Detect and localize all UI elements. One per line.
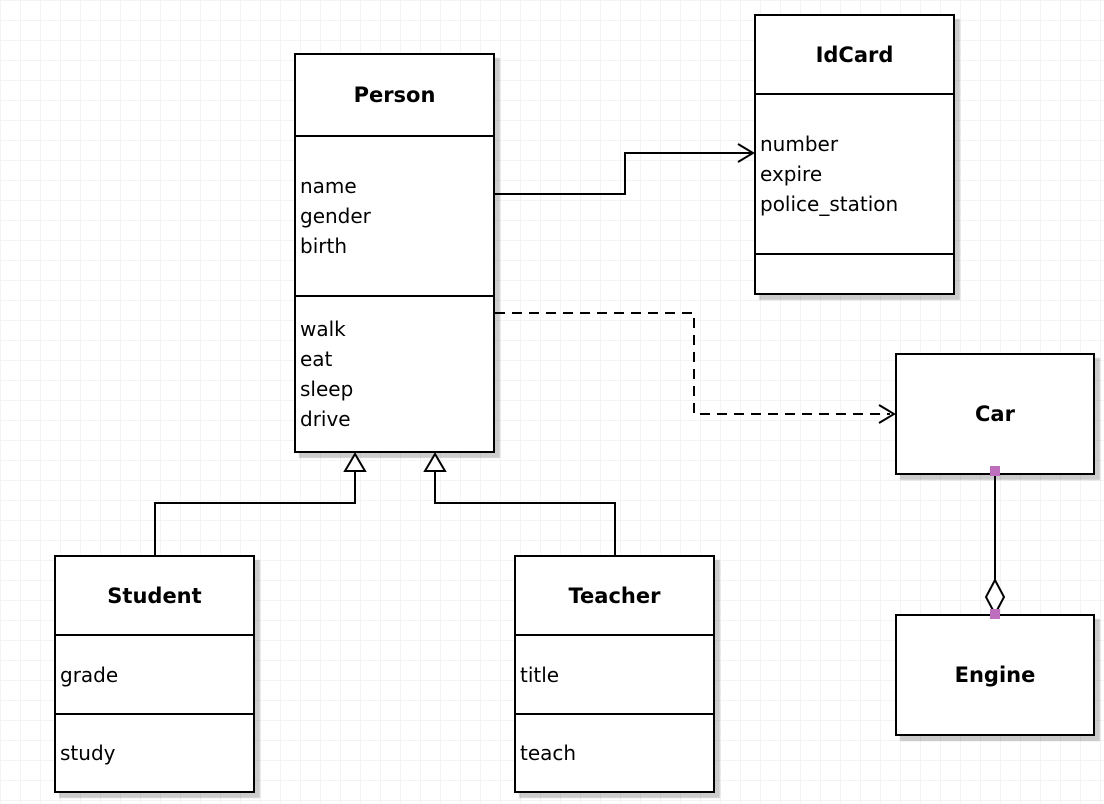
- student-class[interactable]: Student grade study: [54, 555, 255, 793]
- attribute-row: grade: [60, 662, 119, 687]
- aggregation-car-engine[interactable]: [984, 466, 1006, 619]
- teacher-attributes-compartment[interactable]: title: [516, 634, 713, 713]
- student-class-title: Student: [107, 583, 202, 608]
- generalization-teacher-person[interactable]: [423, 452, 616, 555]
- method-row: drive: [300, 407, 351, 431]
- method-row: sleep: [300, 377, 354, 401]
- attribute-row: expire: [760, 162, 823, 186]
- idcard-class[interactable]: IdCard number expire police_station: [754, 14, 955, 295]
- hollow-triangle-arrowhead-icon: [343, 452, 367, 472]
- person-class-title: Person: [353, 83, 436, 107]
- idcard-methods-compartment[interactable]: [756, 253, 953, 293]
- method-row: study: [60, 741, 116, 765]
- engine-class[interactable]: Engine: [895, 614, 1095, 736]
- car-class-title: Car: [975, 402, 1015, 426]
- attribute-row: police_station: [760, 192, 899, 216]
- student-attributes-compartment[interactable]: grade: [56, 634, 253, 713]
- open-arrowhead-icon: [737, 143, 755, 163]
- method-row: teach: [520, 741, 577, 765]
- engine-class-title: Engine: [954, 663, 1036, 687]
- method-row: walk: [300, 317, 346, 341]
- attribute-row: gender: [300, 204, 371, 228]
- person-class[interactable]: Person name gender birth walk eat sleep …: [294, 53, 495, 453]
- attribute-row: title: [520, 662, 560, 687]
- attribute-row: name: [300, 174, 357, 198]
- method-row: eat: [300, 347, 333, 371]
- teacher-methods-compartment[interactable]: teach: [516, 713, 713, 791]
- car-class[interactable]: Car: [895, 353, 1095, 475]
- attribute-row: birth: [300, 234, 347, 258]
- teacher-class-title: Teacher: [568, 583, 661, 608]
- dependency-person-car[interactable]: [495, 312, 896, 424]
- person-methods-compartment[interactable]: walk eat sleep drive: [296, 295, 493, 451]
- generalization-student-person[interactable]: [154, 452, 367, 555]
- attribute-row: number: [760, 132, 839, 156]
- student-methods-compartment[interactable]: study: [56, 713, 253, 791]
- person-attributes-compartment[interactable]: name gender birth: [296, 135, 493, 295]
- teacher-class[interactable]: Teacher title teach: [514, 555, 715, 793]
- hollow-triangle-arrowhead-icon: [423, 452, 447, 472]
- idcard-class-title: IdCard: [815, 42, 894, 67]
- open-arrowhead-icon: [878, 404, 896, 424]
- idcard-attributes-compartment[interactable]: number expire police_station: [756, 93, 953, 253]
- association-person-idcard[interactable]: [495, 143, 755, 195]
